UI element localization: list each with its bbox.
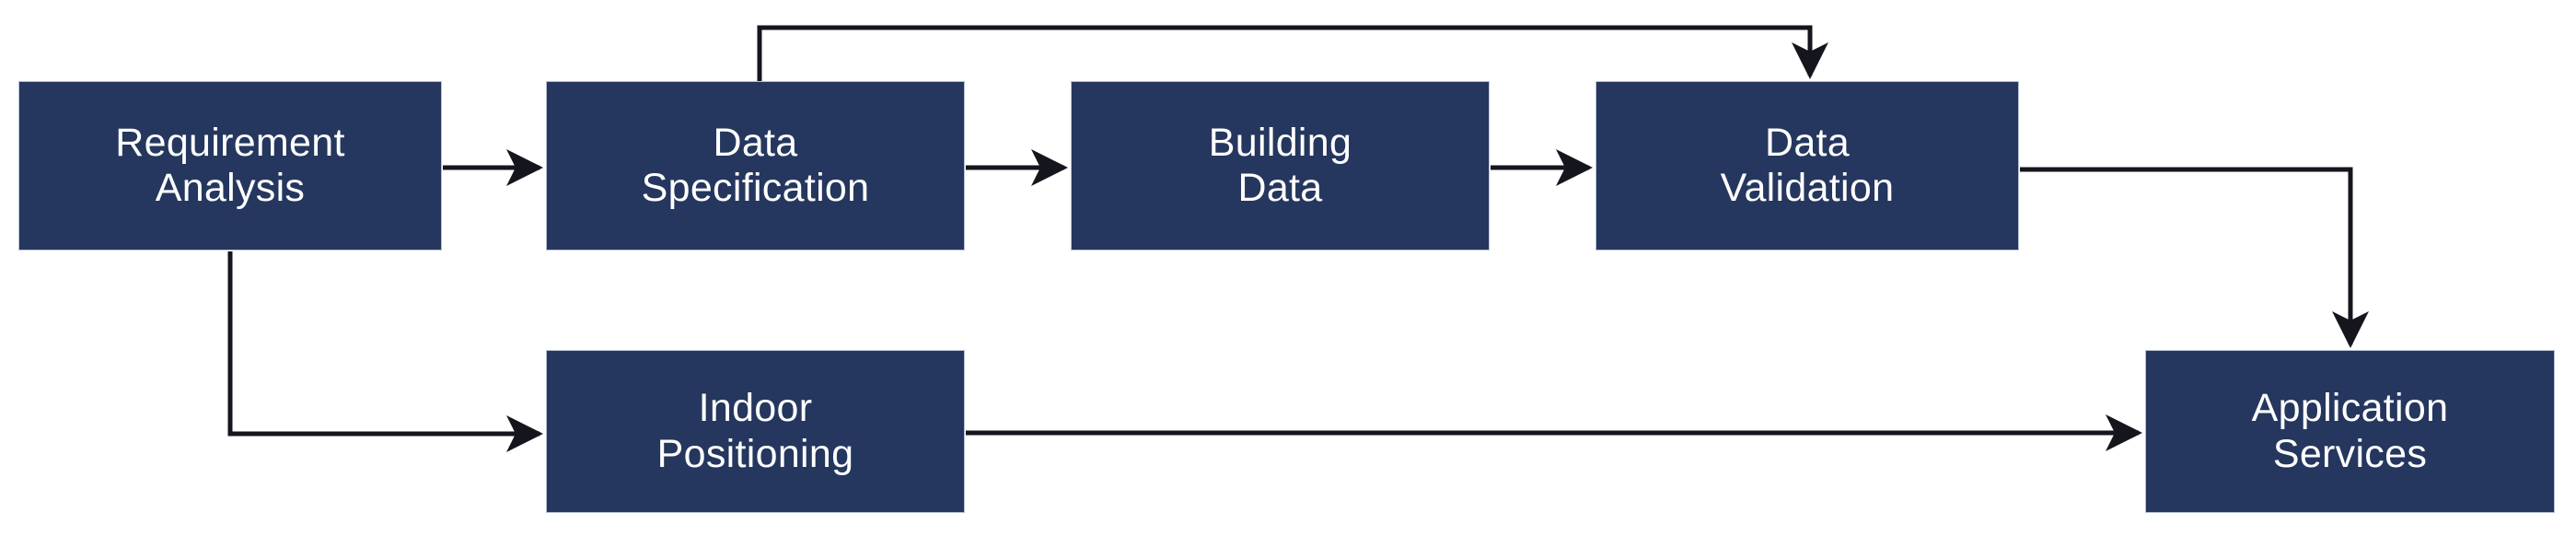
node-label: Requirement Analysis [115,120,345,210]
node-label: Building Data [1208,120,1352,210]
edge-requirement-to-indoor [227,251,544,452]
node-data-validation[interactable]: Data Validation [1595,81,2019,251]
edge-specification-to-validation-feedback [757,25,1828,81]
node-label: Indoor Positioning [656,386,854,476]
node-label: Data Validation [1720,120,1895,210]
edge-validation-to-application [2020,167,2369,349]
node-application-services[interactable]: Application Services [2145,350,2555,513]
node-requirement-analysis[interactable]: Requirement Analysis [18,81,442,251]
node-data-specification[interactable]: Data Specification [546,81,965,251]
node-label: Application Services [2251,386,2449,476]
node-indoor-positioning[interactable]: Indoor Positioning [546,350,965,513]
node-building-data[interactable]: Building Data [1071,81,1490,251]
node-label: Data Specification [641,120,870,210]
